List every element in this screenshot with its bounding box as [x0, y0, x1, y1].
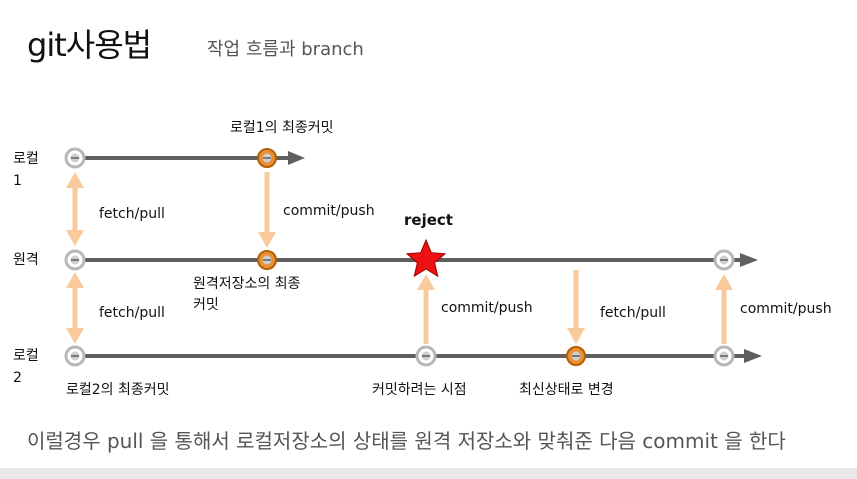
commit-node-local2-attempt	[415, 345, 437, 367]
label-fetch-pull-3: fetch/pull	[600, 305, 666, 321]
label-remote-final-commit-1: 원격저장소의 최종	[193, 276, 301, 292]
label-remote-final-commit-2: 커밋	[193, 297, 219, 313]
label-local1-final-commit: 로컬1의 최종커밋	[230, 120, 334, 136]
label-commit-push-3: commit/push	[740, 301, 832, 317]
label-fetch-pull-2: fetch/pull	[99, 305, 165, 321]
commit-node-remote-start	[64, 249, 86, 271]
commit-node-local1-start	[64, 147, 86, 169]
label-update-to-latest: 최신상태로 변경	[519, 382, 614, 398]
label-fetch-pull-1: fetch/pull	[99, 206, 165, 222]
commit-node-local2-updated	[566, 346, 586, 366]
label-commit-attempt-point: 커밋하려는 시점	[372, 382, 467, 398]
row-label-local2: 로컬	[13, 348, 39, 364]
row-label-local1-num: 1	[13, 173, 22, 189]
commit-node-remote-local1-push	[257, 250, 277, 270]
commit-push-arrow-rejected	[417, 274, 435, 344]
commit-node-local2-final	[713, 345, 735, 367]
row-label-local2-num: 2	[13, 370, 22, 386]
label-commit-push-2: commit/push	[441, 300, 533, 316]
page-title: git사용법	[27, 26, 152, 64]
local1-branch-arrowhead	[288, 151, 305, 165]
label-reject: reject	[404, 211, 453, 229]
fetch-pull-arrow-remote-to-local2	[567, 270, 585, 344]
commit-push-arrow-local1-remote	[258, 172, 276, 248]
footer-bar	[0, 468, 857, 479]
commit-node-local2-start	[64, 345, 86, 367]
page-subtitle: 작업 흐름과 branch	[207, 39, 364, 60]
commit-node-local1-final	[257, 148, 277, 168]
label-local2-final-commit: 로컬2의 최종커밋	[66, 382, 170, 398]
fetch-pull-arrow-local1-remote	[66, 172, 84, 246]
explanation-note: 이럴경우 pull 을 통해서 로컬저장소의 상태를 원격 저장소와 맞춰준 다…	[27, 429, 786, 453]
label-commit-push-1: commit/push	[283, 203, 375, 219]
reject-star-icon	[405, 238, 447, 278]
fetch-pull-arrow-remote-local2	[66, 272, 84, 344]
remote-branch-arrowhead	[740, 253, 758, 267]
commit-node-remote-final	[713, 249, 735, 271]
local2-branch-arrowhead	[744, 349, 762, 363]
row-label-remote: 원격	[13, 252, 39, 268]
row-label-local1: 로컬	[13, 151, 39, 167]
commit-push-arrow-final	[715, 274, 733, 344]
